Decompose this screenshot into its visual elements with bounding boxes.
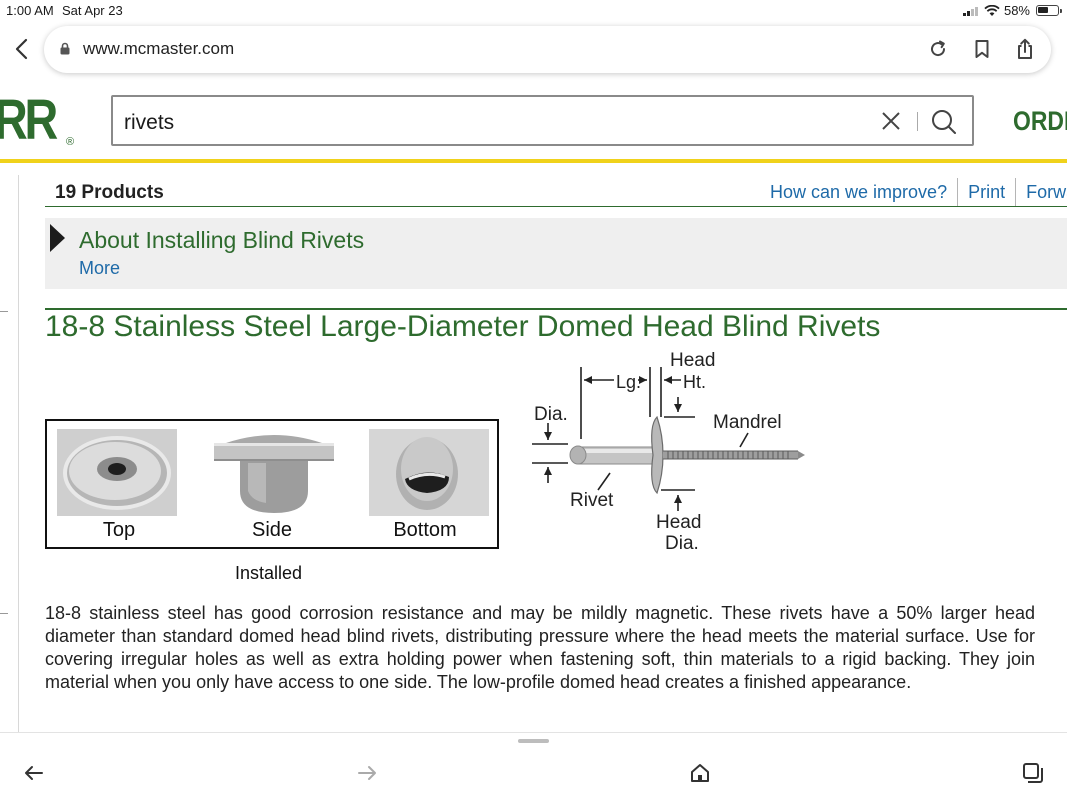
search-divider xyxy=(917,112,918,131)
about-panel[interactable]: About Installing Blind Rivets More xyxy=(45,218,1067,289)
gutter-tick xyxy=(0,311,8,312)
installed-caption: Installed xyxy=(235,563,303,583)
share-icon[interactable] xyxy=(1014,38,1036,60)
order-link[interactable]: ORDER xyxy=(1013,106,1067,136)
forward-arrow-icon[interactable] xyxy=(355,761,379,785)
diagram-label-head-dia-1: Head xyxy=(656,512,701,533)
expand-triangle-icon[interactable] xyxy=(50,224,65,252)
diagram-label-mandrel: Mandrel xyxy=(713,412,782,433)
products-count: 19 Products xyxy=(55,182,164,203)
search-icon[interactable] xyxy=(930,108,958,136)
left-gutter xyxy=(18,175,19,735)
header-accent-rule xyxy=(0,159,1067,163)
battery-icon xyxy=(1036,5,1062,16)
tabs-icon[interactable] xyxy=(1021,761,1045,785)
rivet-bottom-photo xyxy=(369,429,489,516)
clear-search-icon[interactable] xyxy=(880,110,902,132)
product-description: 18-8 stainless steel has good corrosion … xyxy=(45,603,1035,692)
status-date: Sat Apr 23 xyxy=(62,3,123,18)
diagram-label-lg: Lg. xyxy=(616,372,641,392)
section-rule xyxy=(45,308,1067,310)
status-bar: 1:00 AM Sat Apr 23 58% xyxy=(0,0,1067,20)
diagram-label-head: Head xyxy=(670,350,715,371)
installed-photos: Top Side Bottom xyxy=(45,419,499,549)
site-logo[interactable]: RR xyxy=(0,88,58,152)
about-more-link[interactable]: More xyxy=(79,258,121,278)
photo-label-bottom: Bottom xyxy=(393,519,457,541)
url-text[interactable]: www.mcmaster.com xyxy=(83,39,235,58)
print-link[interactable]: Print xyxy=(968,181,1006,202)
section-title: 18-8 Stainless Steel Large-Diameter Dome… xyxy=(45,310,881,343)
bookmark-icon[interactable] xyxy=(971,38,993,60)
improve-link[interactable]: How can we improve? xyxy=(770,181,948,202)
diagram-label-rivet: Rivet xyxy=(570,490,614,511)
battery-level xyxy=(1038,7,1049,13)
gutter-tick xyxy=(0,613,8,614)
address-bar[interactable]: www.mcmaster.com xyxy=(44,26,1051,73)
rivet-dimension-diagram: Head Lg. Ht. Dia. Mandrel Rivet Head Dia… xyxy=(532,350,805,554)
search-field[interactable]: rivets xyxy=(111,95,974,146)
wifi-icon xyxy=(984,4,1000,16)
search-input[interactable]: rivets xyxy=(124,111,175,134)
help-links: How can we improve? Print Forward xyxy=(760,178,1067,206)
cellular-signal-icon xyxy=(962,6,978,16)
status-time: 1:00 AM xyxy=(6,3,54,18)
battery-percent: 58% xyxy=(1003,3,1030,18)
photo-label-side: Side xyxy=(251,519,293,541)
home-indicator[interactable] xyxy=(518,739,549,743)
chevron-left-icon[interactable] xyxy=(12,37,32,61)
reload-icon[interactable] xyxy=(927,38,949,60)
about-title[interactable]: About Installing Blind Rivets xyxy=(79,227,365,253)
browser-toolbar xyxy=(0,732,1067,800)
diagram-label-dia: Dia. xyxy=(534,404,568,425)
photo-label-top: Top xyxy=(102,519,136,541)
rivet-side-photo xyxy=(214,429,334,516)
link-separator xyxy=(1015,178,1017,206)
back-arrow-icon[interactable] xyxy=(22,761,46,785)
diagram-label-head-dia-2: Dia. xyxy=(665,533,699,554)
rivet-top-photo xyxy=(57,429,177,516)
forward-link[interactable]: Forward xyxy=(1026,181,1067,202)
home-icon[interactable] xyxy=(688,761,712,785)
link-separator xyxy=(957,178,959,206)
registered-mark: ® xyxy=(66,136,75,148)
status-indicators: 58% xyxy=(962,3,1062,18)
content-rule xyxy=(45,206,1067,207)
lock-icon xyxy=(60,42,70,55)
diagram-label-ht: Ht. xyxy=(683,372,706,392)
